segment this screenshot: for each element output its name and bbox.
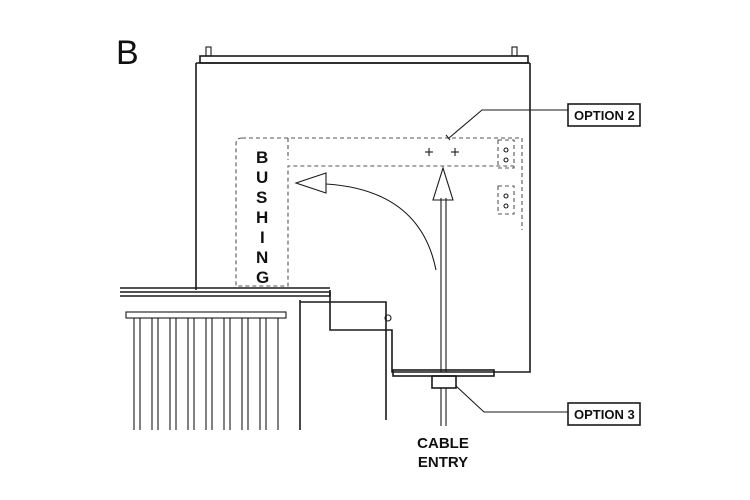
cable-entry-label: CABLE ENTRY (417, 435, 469, 471)
panel-letter: B (116, 34, 139, 72)
option-2-label: OPTION 2 (574, 108, 635, 123)
bushing-letter: S (256, 188, 267, 207)
bushing-outline (235, 137, 523, 287)
bushing-letter: B (256, 148, 268, 167)
terminal-block (497, 139, 515, 215)
terminal-cabinet (195, 63, 531, 373)
bushing-letter: N (256, 248, 268, 267)
cabinet-lid (199, 46, 529, 64)
cooling-fins (133, 318, 279, 430)
option-2-markers (425, 134, 459, 156)
bushing-letter: U (256, 168, 268, 187)
bushing-letter: I (260, 228, 265, 247)
bushing-label: B U S H I N G (256, 148, 269, 287)
option-2-callout: OPTION 2 (448, 103, 641, 139)
transformer-tank (120, 287, 392, 430)
cable-entry-arrow (432, 166, 454, 426)
cable-entry-line1: CABLE (417, 435, 469, 452)
option-3-label: OPTION 3 (574, 407, 635, 422)
bushing-letter: G (256, 268, 269, 287)
option-3-callout: OPTION 3 (455, 385, 641, 426)
cable-entry-line2: ENTRY (418, 454, 468, 471)
option-3-gland (392, 369, 495, 389)
routing-arrow (294, 172, 437, 271)
bushing-letter: H (256, 208, 268, 227)
